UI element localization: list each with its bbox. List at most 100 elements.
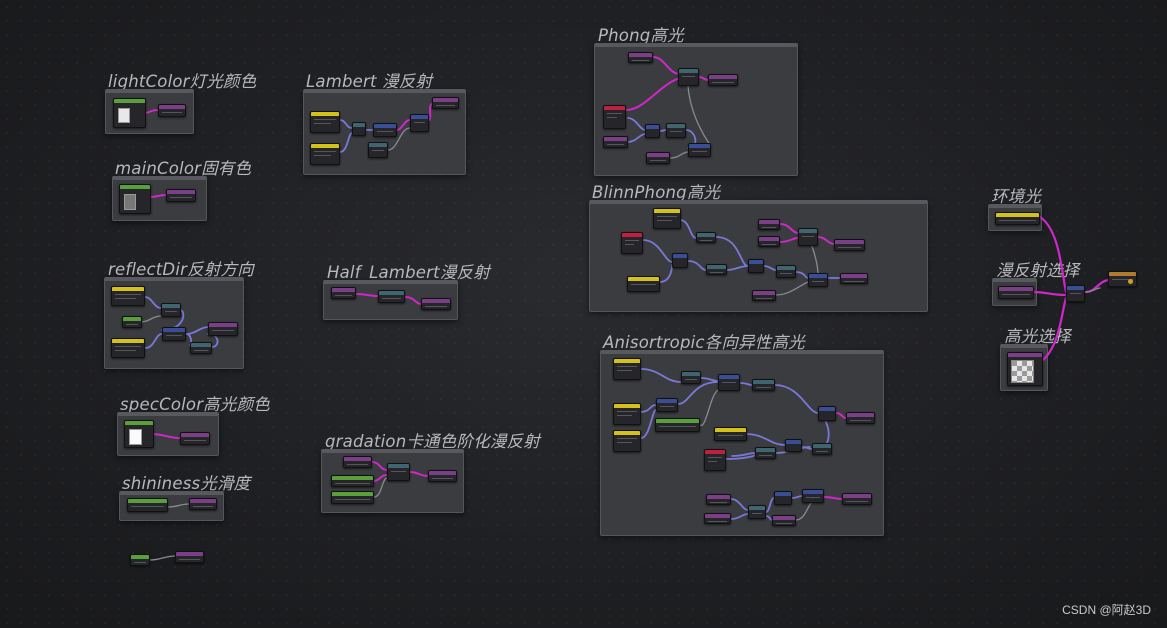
group-title-spec-color: specColor高光颜色 [120,395,270,414]
blinn-extra-input-node[interactable] [752,290,776,301]
shininess-output-node[interactable] [189,498,217,510]
lambert-dot-node[interactable] [373,123,397,137]
aniso-add-node[interactable] [656,398,678,412]
phong-dot-node[interactable] [645,124,660,138]
spec-color-output-node[interactable] [180,432,210,445]
blinn-output2-node[interactable] [840,273,868,284]
aniso-normal-node[interactable] [714,427,747,441]
blinn-light-dir-node[interactable] [653,208,681,229]
float-const-node[interactable] [130,554,150,566]
aniso-tangent-node[interactable] [613,358,641,380]
phong-output-node[interactable] [708,74,738,86]
lambert-light-dir-node[interactable] [310,143,340,165]
aniso-view-dir-node[interactable] [613,430,641,452]
group-title-half-lambert: Half_Lambert漫反射 [327,263,490,282]
combine-add-node[interactable] [1066,285,1085,302]
lambert-multiply-node[interactable] [410,114,429,132]
blinn-dot-node[interactable] [748,259,764,273]
light-color-property-node[interactable] [113,98,146,128]
color-swatch-white [129,429,142,445]
gradation-slider-node[interactable] [331,491,374,504]
phong-multiply-node[interactable] [688,143,711,157]
aniso-dot2-node[interactable] [785,439,802,452]
aniso-multiply-node[interactable] [818,406,836,421]
aniso-view-input-node[interactable] [704,449,726,471]
reflect-dir-output-node[interactable] [208,322,238,336]
ambient-light-node[interactable] [995,212,1040,225]
group-title-phong: Phong高光 [598,26,684,45]
master-output-node[interactable] [1108,271,1137,287]
phong-power-node[interactable] [678,68,699,86]
blinn-multiply-node[interactable] [808,273,828,287]
aniso-shift-slider-node[interactable] [655,418,700,432]
blinn-half-vector-node[interactable] [706,264,727,275]
aniso-color-input-node[interactable] [772,515,796,526]
aniso-normalize-node[interactable] [681,371,701,384]
group-title-main-color: mainColor固有色 [115,159,252,178]
reflect-dir-normalize-node[interactable] [190,342,212,354]
aniso-output-node[interactable] [846,412,875,424]
blinn-spec-color-input-node[interactable] [758,236,780,247]
half-lambert-remap-node[interactable] [378,290,405,303]
color-swatch-gray [124,194,136,210]
group-anisotropic[interactable] [600,350,884,536]
shininess-slider-node[interactable] [127,498,168,512]
blinn-normalize-node[interactable] [696,232,716,243]
group-title-blinn-phong: BlinnPhong高光 [592,183,721,202]
lambert-output-node[interactable] [432,97,459,109]
spec-select-node[interactable] [1007,352,1043,386]
reflect-dir-negate-node[interactable] [161,303,181,317]
lambert-saturate-node[interactable] [368,142,388,158]
float-output-node[interactable] [175,551,204,563]
light-color-output-node[interactable] [158,104,186,117]
gradation-posterize-node[interactable] [387,463,410,481]
lambert-normal-node[interactable] [310,111,340,133]
blinn-add-node[interactable] [672,253,688,268]
aniso-sin-node[interactable] [752,379,775,391]
aniso-power-node[interactable] [748,505,766,519]
lambert-normalize-node[interactable] [352,122,366,136]
aniso-saturate-node[interactable] [812,443,832,455]
blinn-normal-node[interactable] [627,276,660,292]
diffuse-select-node[interactable] [998,286,1034,299]
spec-color-property-node[interactable] [124,420,154,448]
phong-saturate-node[interactable] [666,123,686,138]
main-color-property-node[interactable] [119,184,151,214]
group-title-light-color: lightColor灯光颜色 [108,72,257,91]
reflect-dir-const-node[interactable] [122,316,142,328]
blinn-saturate-node[interactable] [776,265,796,278]
phong-view-dir-node[interactable] [603,105,626,129]
gradation-input-node[interactable] [343,456,372,468]
aniso-multiply2-node[interactable] [774,491,792,505]
aniso-multiply3-node[interactable] [802,489,824,503]
main-color-output-node[interactable] [166,189,196,202]
aniso-half-node[interactable] [755,447,776,459]
blinn-output-node[interactable] [834,239,865,251]
color-swatch-white [118,108,130,123]
blinn-view-dir-node[interactable] [621,232,643,254]
half-lambert-input-node[interactable] [331,287,356,299]
phong-spec-color-node[interactable] [646,152,670,164]
reflect-dir-normal-node[interactable] [111,338,145,358]
blinn-shininess-input-node[interactable] [758,219,780,230]
group-title-shininess: shininess光滑度 [122,474,251,493]
watermark: CSDN @阿赵3D [1062,603,1151,617]
reflect-dir-reflect-node[interactable] [162,327,186,341]
phong-reflect-input-node[interactable] [628,52,653,63]
gradation-steps-node[interactable] [331,475,374,487]
group-title-anisotropic: Anisortropic各向异性高光 [603,333,805,352]
aniso-light-dir-node[interactable] [613,403,641,425]
reflect-dir-light-node[interactable] [111,286,145,306]
group-title-reflect-dir: reflectDir反射方向 [108,260,254,279]
aniso-shininess-input-node[interactable] [706,494,731,505]
blinn-power-node[interactable] [798,228,818,246]
aniso-output2-node[interactable] [842,493,872,505]
group-title-lambert: Lambert 漫反射 [306,72,433,91]
aniso-spec-input-node[interactable] [704,513,731,524]
half-lambert-output-node[interactable] [421,298,451,310]
gradation-output-node[interactable] [428,470,457,482]
group-title-gradation: gradation卡通色阶化漫反射 [325,432,540,451]
phong-shininess-input-node[interactable] [603,136,628,148]
aniso-dot-node[interactable] [718,374,740,391]
